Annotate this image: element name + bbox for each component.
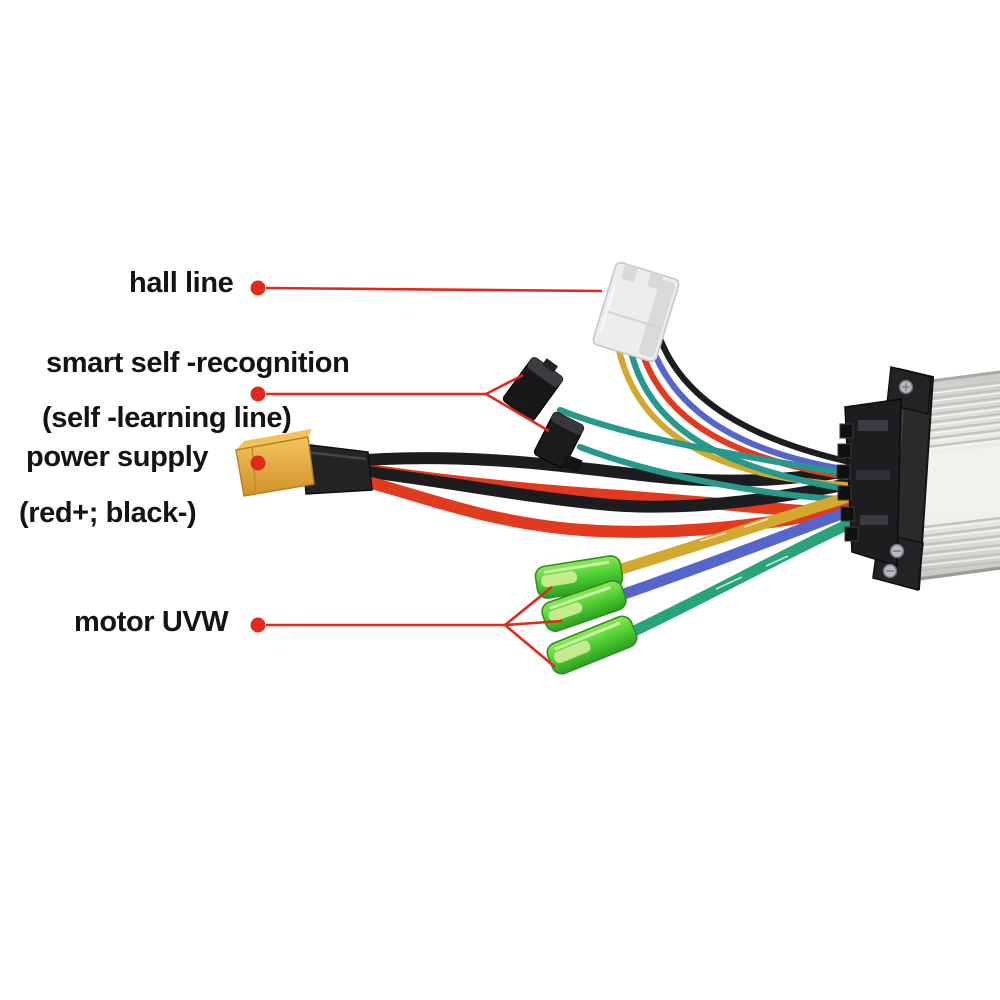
- xt60-power-connector: [235, 429, 373, 497]
- motor-phase-wires: [612, 488, 868, 640]
- callout-dot-motor: [250, 617, 266, 633]
- self-learning-plug-2: [533, 411, 585, 469]
- callout-dot-power: [250, 455, 266, 471]
- label-smart-recognition: smart self -recognition: [46, 347, 350, 379]
- callout-line-motor: [266, 585, 563, 668]
- wire-print-marks: [699, 518, 789, 590]
- callout-line-hall: [265, 286, 603, 293]
- motor-phase-terminals: [534, 555, 638, 675]
- cooling-ribs-top: [917, 380, 1000, 450]
- callout-dot-hall: [250, 280, 266, 296]
- label-power-supply: power supply: [26, 441, 209, 473]
- cooling-ribs-bottom: [906, 516, 1000, 574]
- wire-entry-block: [836, 398, 902, 568]
- motor-terminal-w: [546, 615, 638, 675]
- callout-dot-self-learning: [250, 386, 266, 402]
- motor-terminal-v: [541, 580, 627, 632]
- hall-connector: [592, 261, 680, 363]
- label-hall-line: hall line: [129, 267, 234, 299]
- controller-body: [903, 370, 1000, 583]
- callout-line-self-learning: [266, 373, 550, 433]
- label-self-learning: (self -learning line): [42, 402, 292, 434]
- label-motor-uvw: motor UVW: [74, 606, 229, 638]
- label-power-polarity: (red+; black-): [19, 497, 197, 529]
- callout-lines: [250, 280, 603, 668]
- self-learning-plugs: [502, 357, 585, 473]
- cap-screws: [882, 379, 914, 579]
